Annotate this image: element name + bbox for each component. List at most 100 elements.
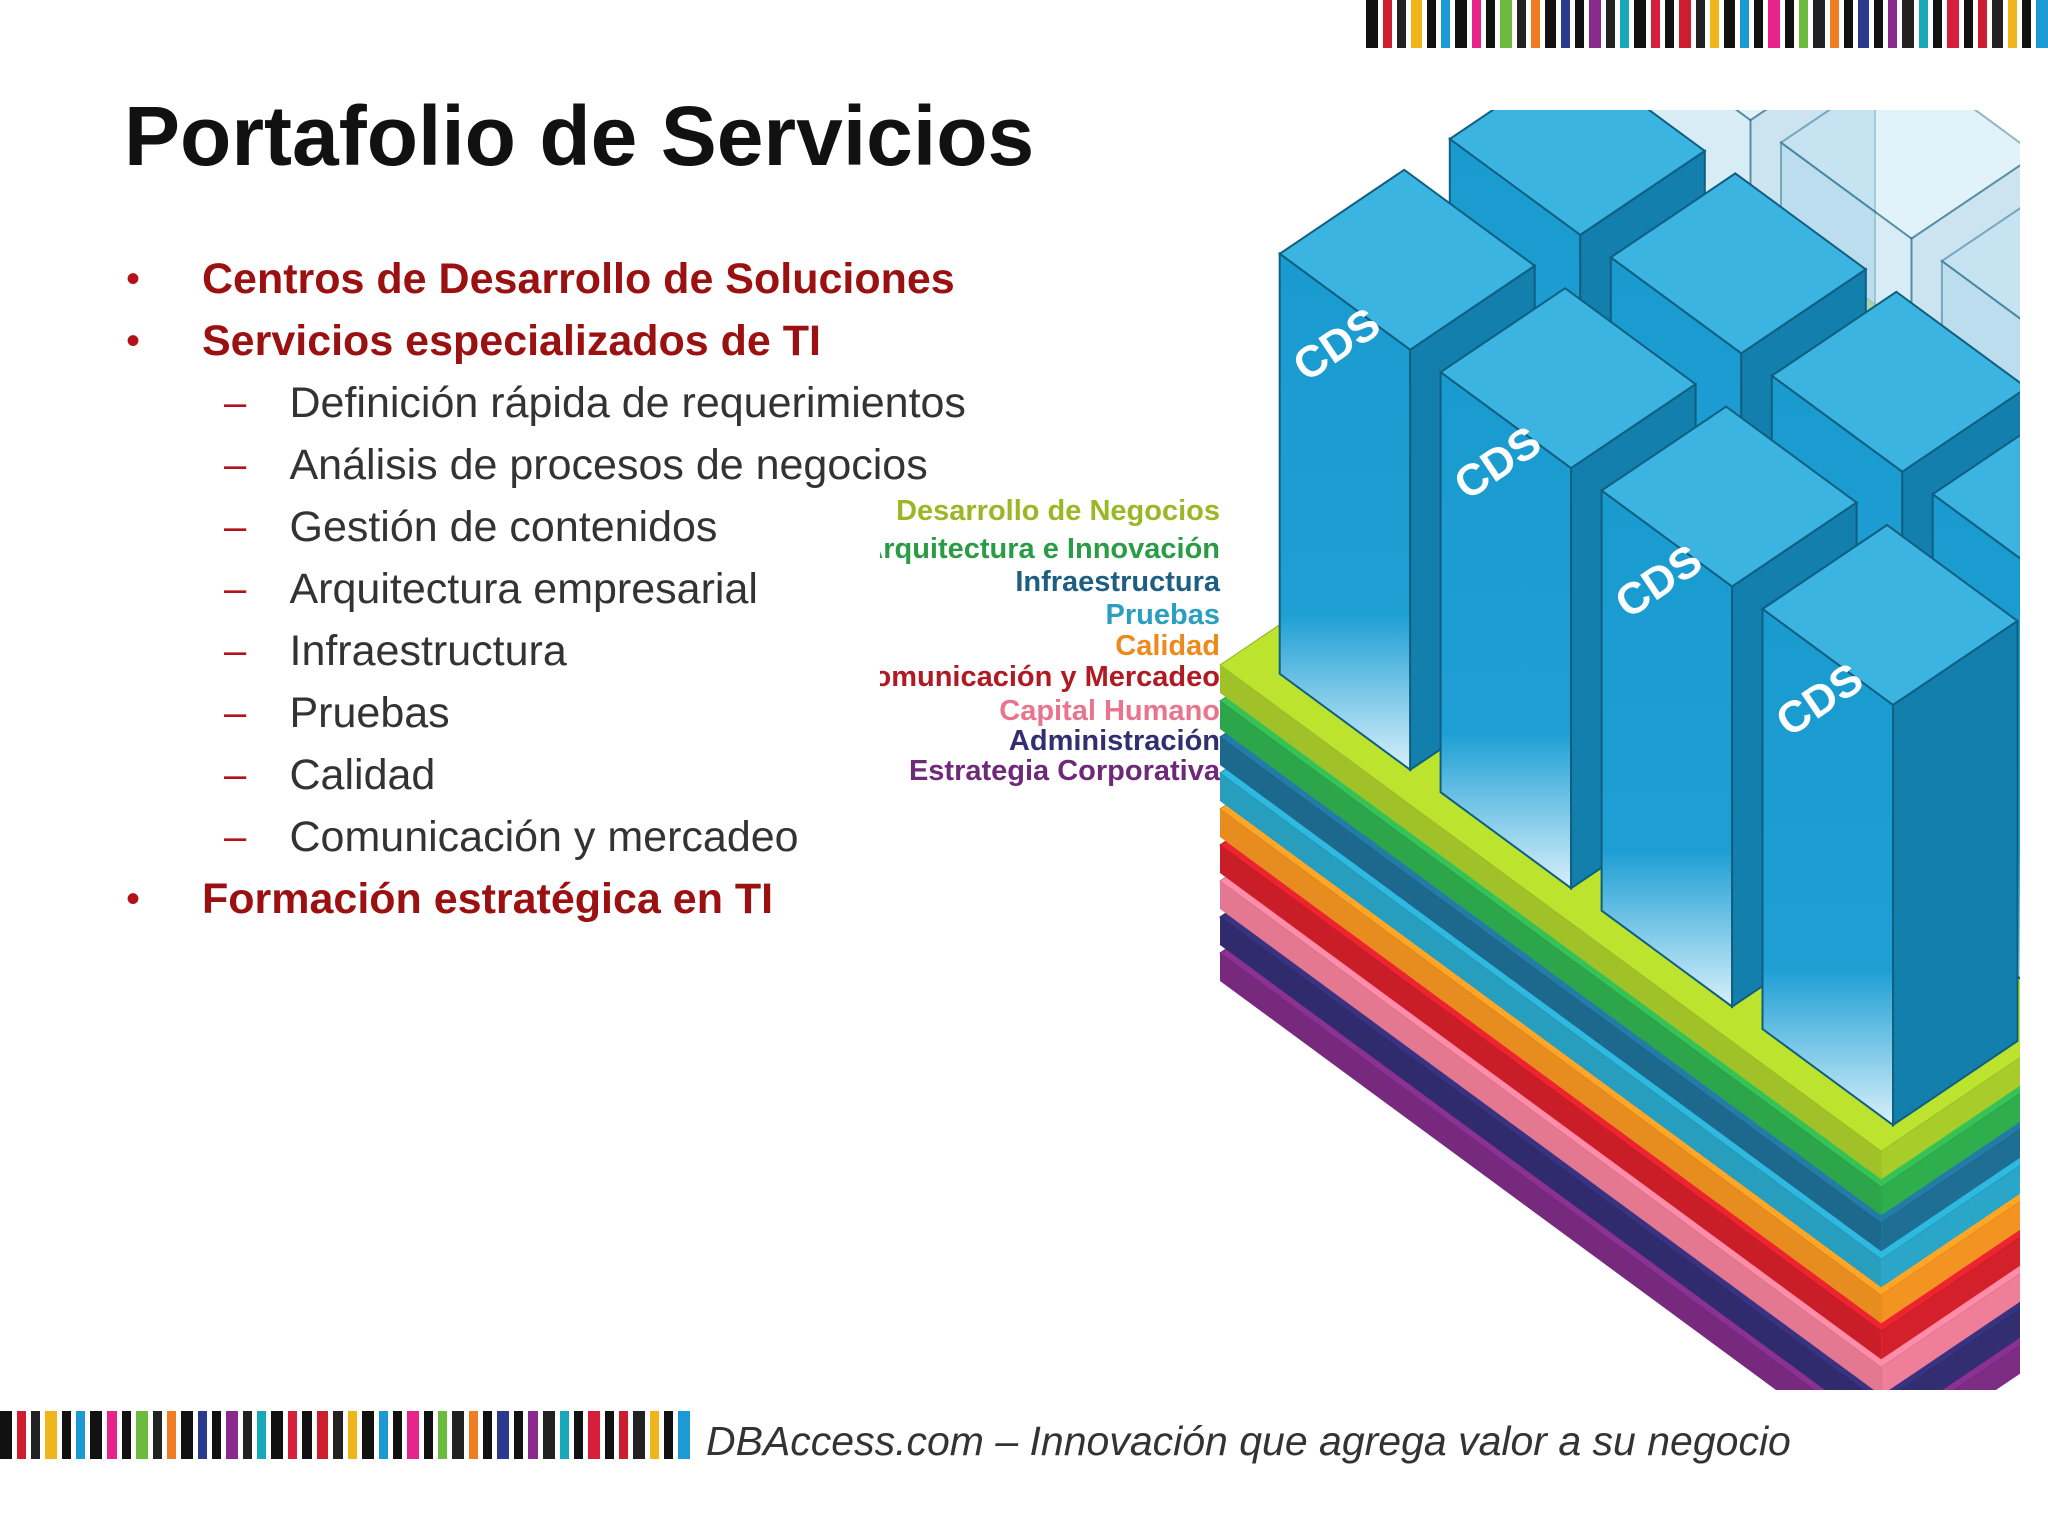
- stripe-block: [2022, 0, 2032, 48]
- stripe-block: [438, 1411, 448, 1459]
- top-stripe-bar: [1366, 0, 2048, 48]
- sub-bullet-item: –Arquitectura empresarial: [124, 564, 1004, 614]
- stripe-block: [452, 1411, 465, 1459]
- layer-label: Arquitectura e Innovación: [880, 533, 1220, 565]
- sub-bullet-item: –Calidad: [124, 750, 1004, 800]
- stripe-block: [1664, 0, 1674, 48]
- stripe-block: [514, 1411, 524, 1459]
- stripe-block: [1798, 0, 1808, 48]
- bullet-text: Comunicación y mercadeo: [289, 813, 799, 861]
- stripe-block: [423, 1411, 434, 1459]
- bullet-text: Definición rápida de requerimientos: [289, 379, 966, 427]
- stripe-block: [1812, 0, 1825, 48]
- bullet-text: Servicios especializados de TI: [202, 317, 822, 365]
- bullet-text: Centros de Desarrollo de Soluciones: [202, 255, 955, 303]
- stripe-block: [378, 1411, 388, 1459]
- stripe-block: [1829, 0, 1839, 48]
- stripe-block: [604, 1411, 614, 1459]
- stripe-block: [211, 1411, 222, 1459]
- stripe-block: [1946, 0, 1959, 48]
- layer-label: Desarrollo de Negocios: [896, 495, 1220, 527]
- stripe-block: [152, 1411, 162, 1459]
- bullet-dot-icon: •: [126, 257, 141, 301]
- stripe-block: [1695, 0, 1705, 48]
- stripe-block: [1561, 0, 1571, 48]
- stripe-block: [1472, 0, 1482, 48]
- stripe-block: [1678, 0, 1691, 48]
- stripe-block: [1455, 0, 1468, 48]
- stripe-block: [406, 1411, 419, 1459]
- stripe-block: [1382, 0, 1392, 48]
- stripe-block: [649, 1411, 660, 1459]
- stripe-block: [1650, 0, 1660, 48]
- layer-label: Estrategia Corporativa: [909, 755, 1221, 787]
- bullet-dash-icon: –: [224, 815, 247, 859]
- sub-bullet-item: –Pruebas: [124, 688, 1004, 738]
- stripe-block: [1723, 0, 1736, 48]
- bullet-text: Gestión de contenidos: [289, 503, 718, 551]
- stripe-block: [542, 1411, 555, 1459]
- stripe-block: [2008, 0, 2018, 48]
- stripe-block: [1575, 0, 1585, 48]
- stripe-block: [633, 1411, 645, 1459]
- bullet-dot-icon: •: [126, 877, 141, 921]
- stripe-block: [1516, 0, 1526, 48]
- bullet-item: • Servicios especializados de TI: [124, 316, 1004, 366]
- stripe-block: [1977, 0, 1987, 48]
- sub-bullet-item: –Definición rápida de requerimientos: [124, 378, 1004, 428]
- bullet-dash-icon: –: [224, 753, 247, 797]
- stripe-block: [1857, 0, 1870, 48]
- stripe-block: [1366, 0, 1378, 48]
- stripe-block: [678, 1411, 691, 1459]
- bullet-dot-icon: •: [126, 319, 141, 363]
- stripe-block: [1918, 0, 1928, 48]
- stripe-block: [1396, 0, 1406, 48]
- stripe-block: [302, 1411, 312, 1459]
- stripe-block: [1410, 0, 1423, 48]
- stripe-block: [483, 1411, 493, 1459]
- stripe-block: [1606, 0, 1616, 48]
- bullet-text: Pruebas: [289, 689, 450, 737]
- slide-title: Portafolio de Servicios: [124, 89, 1035, 183]
- stripe-block: [528, 1411, 538, 1459]
- stripe-block: [31, 1411, 41, 1459]
- stripe-block: [347, 1411, 357, 1459]
- layer-label: Capital Humano: [999, 695, 1220, 727]
- stripe-block: [469, 1411, 479, 1459]
- bullet-text: Formación estratégica en TI: [202, 875, 774, 923]
- stripe-block: [257, 1411, 267, 1459]
- bullet-text: Análisis de procesos de negocios: [289, 441, 928, 489]
- sub-bullet-item: –Gestión de contenidos: [124, 502, 1004, 552]
- layer-label: Infraestructura: [1015, 566, 1221, 598]
- stripe-block: [180, 1411, 193, 1459]
- stripe-block: [0, 1411, 12, 1459]
- stripe-block: [1754, 0, 1764, 48]
- bullet-list: • Centros de Desarrollo de Soluciones • Ser…: [124, 254, 1004, 936]
- stripe-block: [16, 1411, 27, 1459]
- sub-bullet-item: –Comunicación y mercadeo: [124, 812, 1004, 862]
- stripe-block: [90, 1411, 103, 1459]
- sub-bullet-item: –Análisis de procesos de negocios: [124, 440, 1004, 490]
- stripe-block: [1932, 0, 1942, 48]
- stripe-block: [197, 1411, 207, 1459]
- stripe-block: [587, 1411, 600, 1459]
- stripe-block: [392, 1411, 402, 1459]
- stripe-block: [1441, 0, 1451, 48]
- stripe-block: [1902, 0, 1914, 48]
- footer-tagline: DBAccess.com – Innovación que agrega val…: [706, 1418, 1791, 1464]
- stripe-block: [1486, 0, 1496, 48]
- stripe-block: [497, 1411, 510, 1459]
- stripe-block: [1888, 0, 1898, 48]
- bullet-dash-icon: –: [224, 567, 247, 611]
- stripe-block: [62, 1411, 72, 1459]
- bullet-dash-icon: –: [224, 381, 247, 425]
- stripe-block: [573, 1411, 583, 1459]
- bullet-dash-icon: –: [224, 691, 247, 735]
- stripe-block: [1544, 0, 1557, 48]
- stripe-block: [1843, 0, 1853, 48]
- stripe-block: [45, 1411, 58, 1459]
- stripe-block: [664, 1411, 674, 1459]
- stripe-block: [1709, 0, 1719, 48]
- stripe-block: [1963, 0, 1973, 48]
